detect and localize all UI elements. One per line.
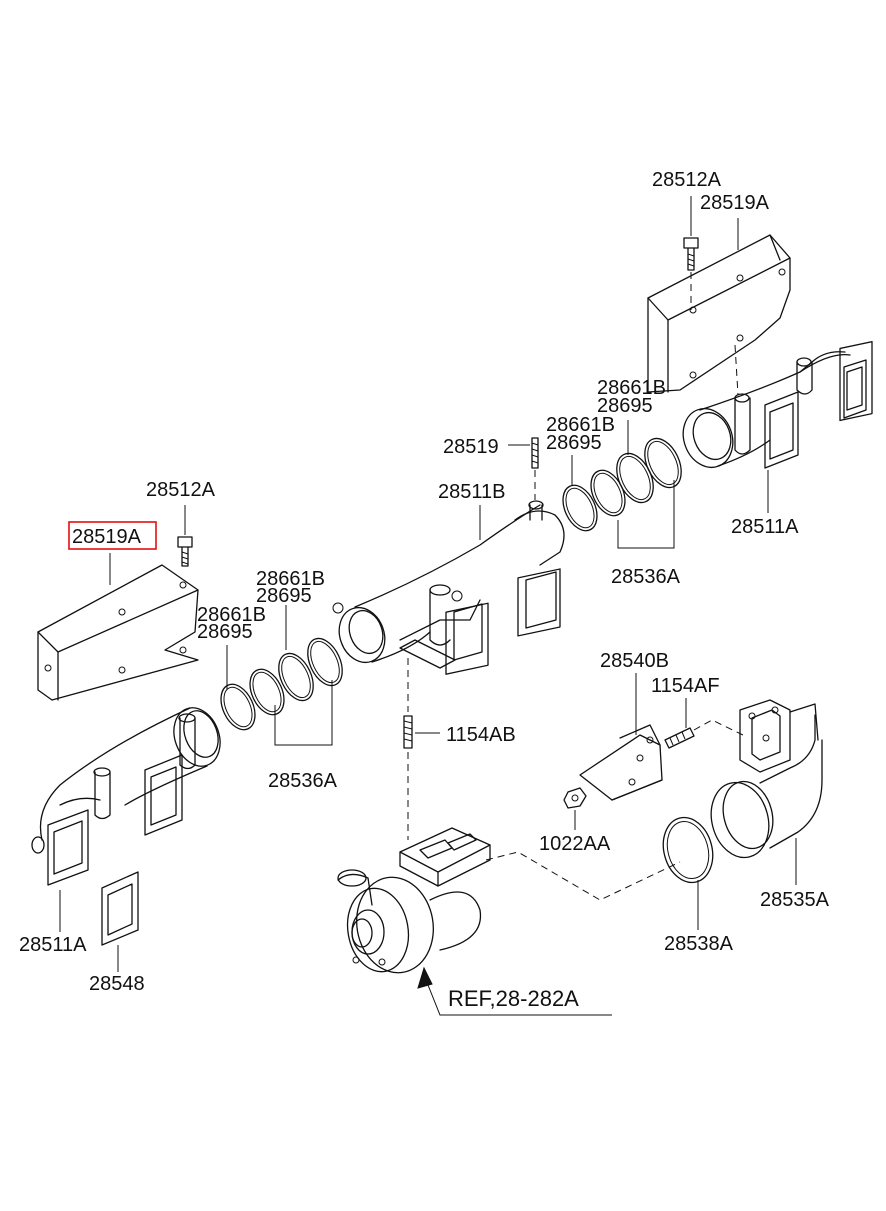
bracket[interactable]: [579, 724, 663, 801]
label-left-bolt: 28512A: [146, 479, 216, 501]
label-stud-center: 28519: [443, 436, 499, 458]
nut[interactable]: [563, 787, 587, 809]
exhaust-manifold-center[interactable]: [332, 500, 565, 675]
leader-lines: [59, 196, 797, 1016]
heat-shield-left[interactable]: [37, 564, 199, 701]
seal-ring-right-first[interactable]: [556, 480, 603, 536]
seal-ring-left-first[interactable]: [214, 679, 261, 735]
label-ring-b-left: 28661B: [197, 604, 266, 626]
clamp-ring[interactable]: [656, 812, 719, 888]
label-ring-b-center: 28661B: [546, 414, 615, 436]
heat-shield-top[interactable]: [647, 234, 791, 393]
label-ring-upper-right: 28695: [597, 395, 653, 417]
label-stud-turbo: 1154AB: [446, 724, 516, 746]
bolt-left[interactable]: [177, 536, 193, 567]
label-elbow: 28535A: [760, 889, 830, 911]
label-ring-b-upper-right: 28661B: [597, 377, 666, 399]
label-left-heatshield: 28519A: [72, 526, 142, 548]
highlight-box: [68, 521, 157, 550]
label-bracket: 28540B: [600, 650, 669, 672]
bracket-stud-axis: [693, 719, 746, 737]
turbocharger[interactable]: [337, 827, 491, 979]
label-manifold-right: 28511A: [731, 516, 799, 538]
stud-turbo[interactable]: [403, 715, 413, 749]
seal-ring-left-outer[interactable]: [301, 633, 349, 691]
label-seal-kit-left: 28536A: [268, 770, 338, 792]
seal-ring-left-mid[interactable]: [272, 648, 320, 706]
label-clamp-ring: 28538A: [664, 933, 734, 955]
label-top-heatshield: 28519A: [700, 192, 770, 214]
label-gasket: 28548: [89, 973, 145, 995]
label-reference[interactable]: REF,28-282A: [448, 986, 579, 1011]
shield-top-axis: [734, 344, 739, 396]
label-ring-center: 28695: [546, 432, 602, 454]
exhaust-manifold-left[interactable]: [31, 701, 228, 886]
label-seal-kit-right: 28536A: [611, 566, 681, 588]
exhaust-elbow[interactable]: [703, 699, 823, 864]
label-top-bolt: 28512A: [652, 169, 722, 191]
label-ring-left: 28695: [197, 621, 253, 643]
label-ring-left-upper: 28695: [256, 585, 312, 607]
label-bracket-stud: 1154AF: [651, 675, 720, 697]
bolt-top[interactable]: [683, 237, 699, 271]
label-ring-b-left-upper: 28661B: [256, 568, 325, 590]
label-nut: 1022AA: [539, 833, 611, 855]
turbo-to-elbow-line: [485, 851, 681, 901]
seal-ring-left-inner[interactable]: [243, 664, 290, 720]
gasket[interactable]: [101, 871, 139, 946]
stud-center[interactable]: [531, 437, 539, 469]
label-manifold-center: 28511B: [438, 481, 505, 503]
bracket-stud[interactable]: [664, 727, 695, 749]
exhaust-manifold-right[interactable]: [675, 340, 873, 475]
seal-ring-right-inner[interactable]: [584, 465, 631, 521]
label-manifold-left: 28511A: [19, 934, 87, 956]
